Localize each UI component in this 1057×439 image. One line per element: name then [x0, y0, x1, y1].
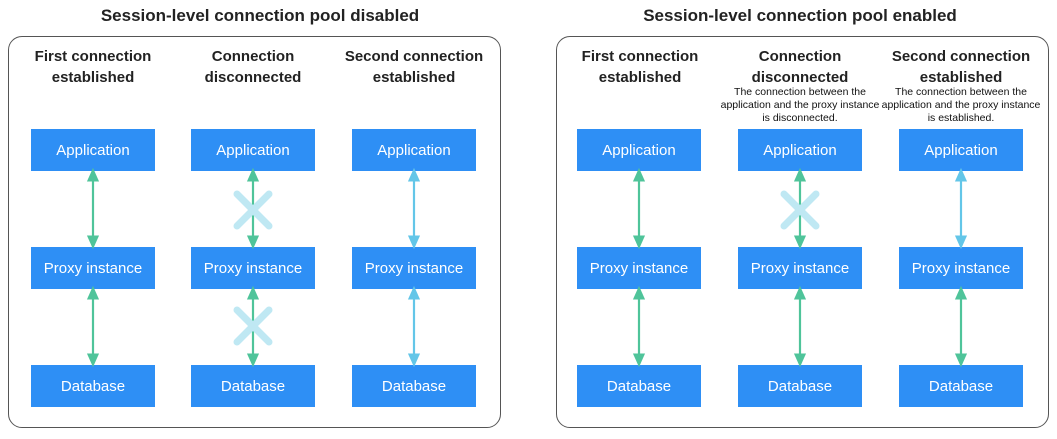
right-col2-application-box: Application [738, 129, 862, 171]
right-col2-header: Connection disconnected [751, 48, 849, 86]
left-col1-proxy-box: Proxy instance [31, 247, 155, 289]
left-col2-lower-cross-icon [233, 306, 273, 346]
left-col3-database-box: Database [352, 365, 476, 407]
left-col3-proxy-box: Proxy instance [352, 247, 476, 289]
left-col2-upper-cross-icon [233, 190, 273, 230]
left-col2-application-box: Application [191, 129, 315, 171]
right-col3-database-box: Database [899, 365, 1023, 407]
right-col1-header: First connection established [581, 48, 699, 86]
right-col2-database-box: Database [738, 365, 862, 407]
right-col2-proxy-box: Proxy instance [738, 247, 862, 289]
left-col3-header: Second connection established [344, 48, 484, 86]
right-col1-database-box: Database [577, 365, 701, 407]
right-col3-proxy-box: Proxy instance [899, 247, 1023, 289]
right-col3-note: The connection between the application a… [881, 86, 1041, 124]
right-col3-application-box: Application [899, 129, 1023, 171]
right-col2-cross-icon [780, 190, 820, 230]
left-col2-database-box: Database [191, 365, 315, 407]
right-panel-title: Session-level connection pool enabled [643, 6, 957, 25]
left-panel [8, 36, 501, 428]
left-col1-header: First connection established [34, 48, 152, 86]
left-col2-header: Connection disconnected [204, 48, 302, 86]
left-col1-application-box: Application [31, 129, 155, 171]
right-col1-application-box: Application [577, 129, 701, 171]
left-col3-application-box: Application [352, 129, 476, 171]
right-col1-proxy-box: Proxy instance [577, 247, 701, 289]
left-panel-title: Session-level connection pool disabled [100, 6, 420, 25]
right-panel [556, 36, 1049, 428]
right-col2-note: The connection between the application a… [720, 86, 880, 124]
left-col1-database-box: Database [31, 365, 155, 407]
left-col2-proxy-box: Proxy instance [191, 247, 315, 289]
right-col3-header: Second connection established [891, 48, 1031, 86]
